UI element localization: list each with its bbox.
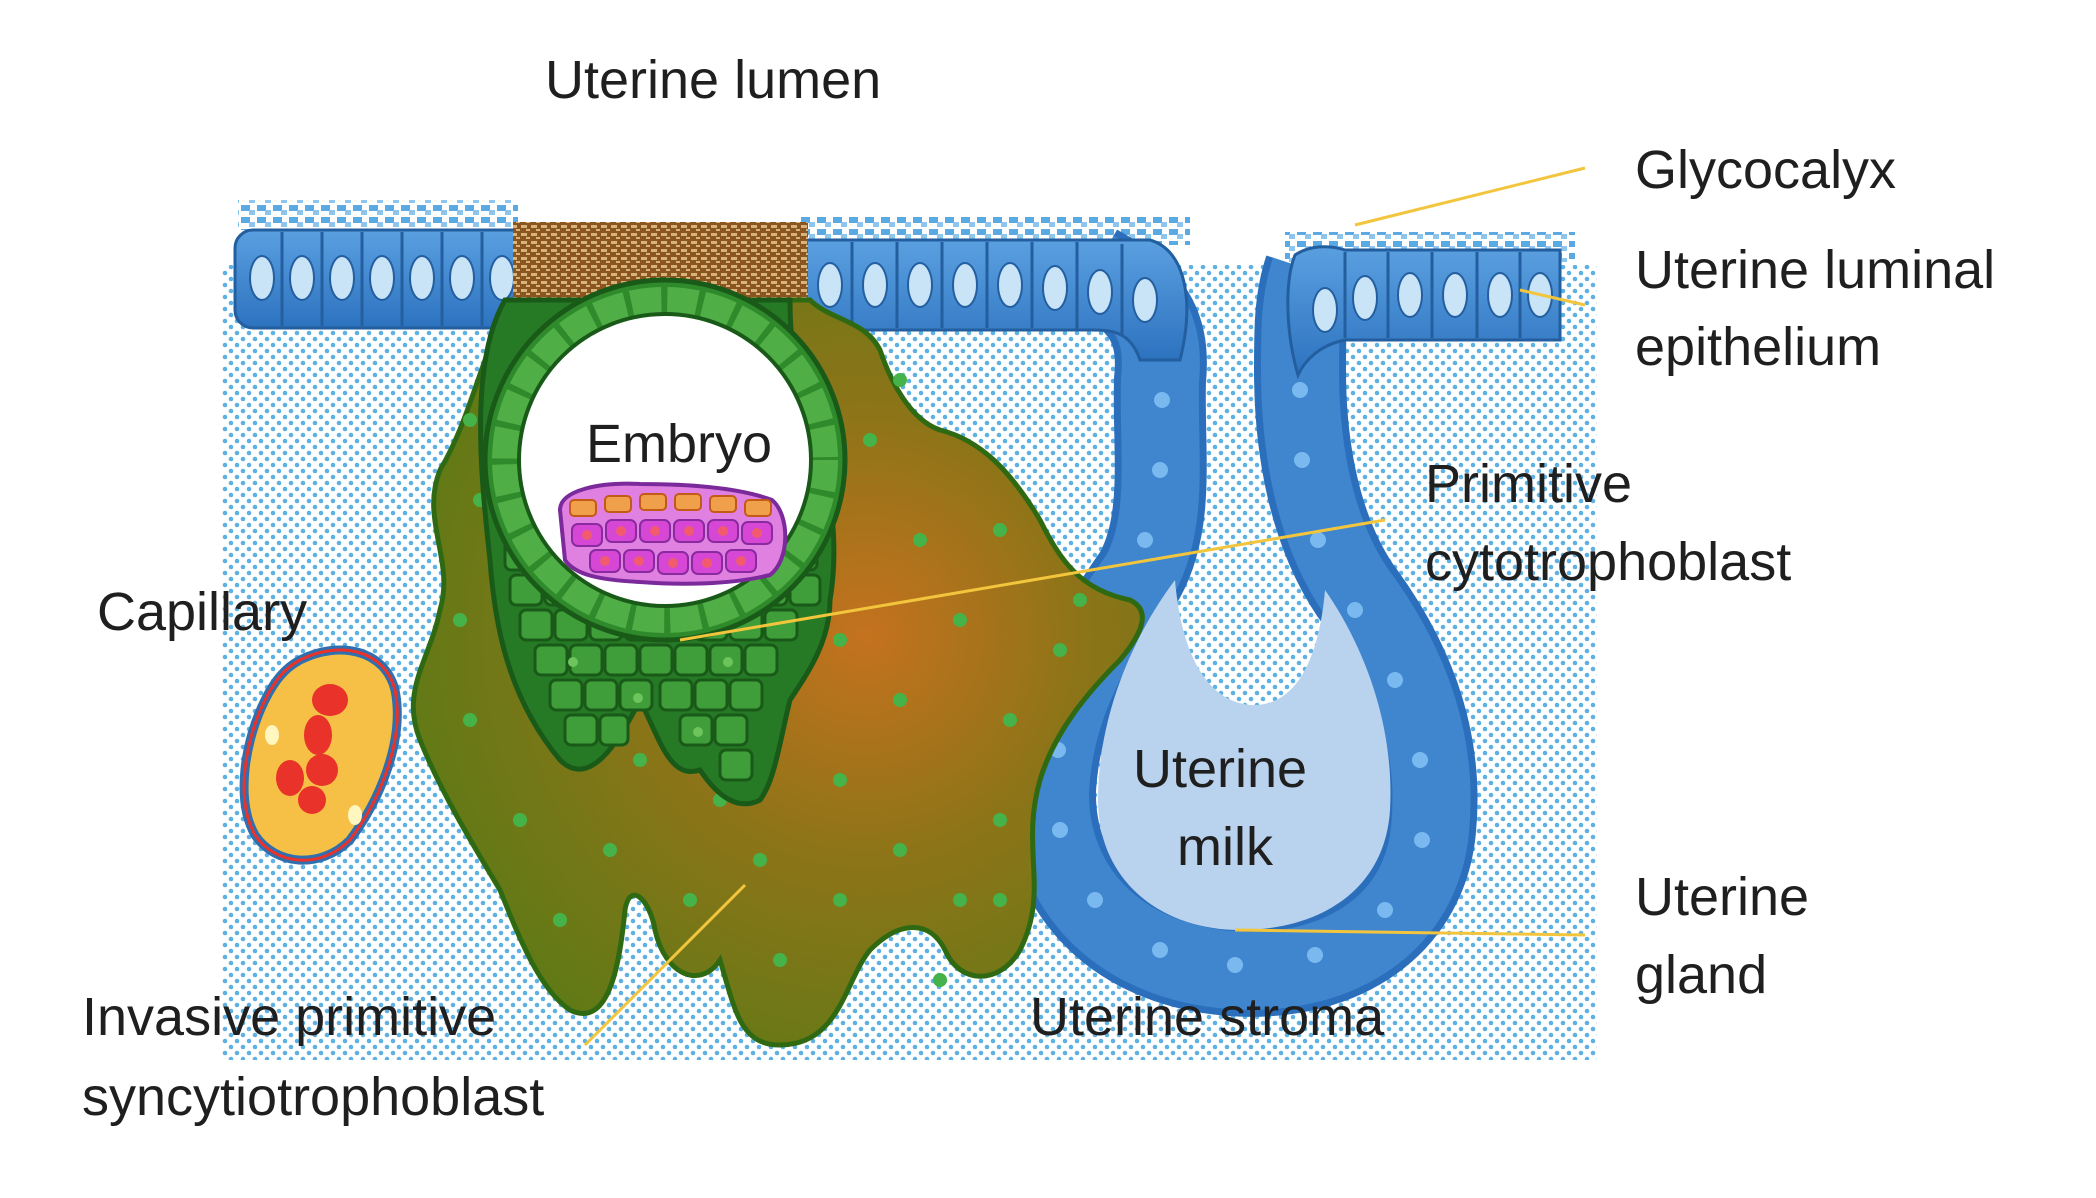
label-invasive-line1: Invasive primitive	[82, 987, 496, 1047]
blastocyst-ring-cells	[492, 287, 838, 633]
capillary	[239, 645, 402, 865]
leader-glycocalyx	[1354, 166, 1586, 227]
label-luminal-epithelium-line2: epithelium	[1635, 317, 1881, 377]
label-uterine-stroma: Uterine stroma	[1030, 987, 1385, 1047]
syncytio-nuclei	[453, 373, 1087, 987]
label-uterine-milk-line2: milk	[1177, 817, 1274, 877]
label-luminal-epithelium-line1: Uterine luminal	[1635, 240, 1995, 300]
embryo-inner-cell-mass	[557, 481, 788, 586]
label-embryo: Embryo	[586, 414, 772, 474]
label-glycocalyx: Glycocalyx	[1635, 140, 1896, 200]
label-primitive-cyto-line1: Primitive	[1425, 454, 1632, 514]
label-uterine-gland-line1: Uterine	[1635, 867, 1809, 927]
leader-luminal-epithelium	[1519, 288, 1586, 307]
label-uterine-gland-line2: gland	[1635, 945, 1767, 1005]
leader-invasive-syncytio	[583, 883, 747, 1047]
luminal-epithelium-left	[233, 228, 537, 330]
leader-uterine-gland	[1234, 928, 1586, 937]
leader-lines	[583, 166, 1586, 1047]
luminal-epithelium-right	[1286, 245, 1562, 380]
label-uterine-milk-line1: Uterine	[1133, 739, 1307, 799]
leader-primitive-cytotrophoblast	[679, 518, 1386, 642]
blood-cells	[276, 684, 348, 814]
uterine-milk	[1098, 580, 1391, 930]
label-uterine-lumen: Uterine lumen	[545, 50, 881, 110]
luminal-epithelium-middle	[803, 238, 1189, 362]
label-capillary: Capillary	[97, 582, 307, 642]
label-invasive-line2: syncytiotrophoblast	[82, 1067, 544, 1127]
label-primitive-cyto-line2: cytotrophoblast	[1425, 532, 1791, 592]
glycocalyx-left	[238, 200, 518, 230]
